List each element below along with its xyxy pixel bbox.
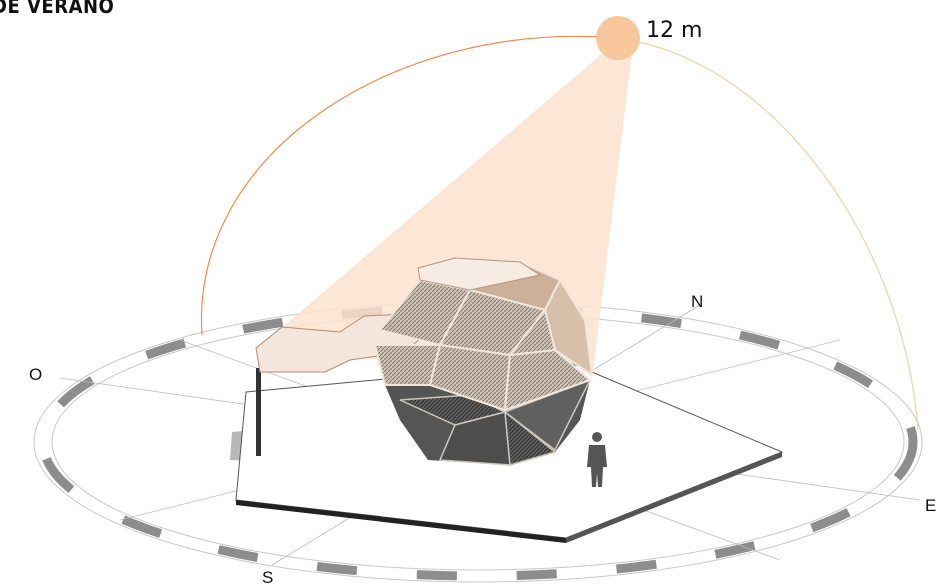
direction-north-label: N <box>691 292 704 311</box>
diagram-title: DE VERANO <box>0 0 115 18</box>
direction-east-label: E <box>925 496 937 515</box>
direction-west-label: O <box>29 365 43 384</box>
direction-south-label: S <box>262 568 274 587</box>
sun-path-arc-left <box>200 35 618 336</box>
sun-altitude-label: 12 m <box>646 18 703 43</box>
person-silhouette <box>587 432 607 487</box>
sun-icon <box>596 16 640 60</box>
sun-path-arc-right <box>616 37 919 431</box>
geodesic-pavilion <box>373 256 594 466</box>
